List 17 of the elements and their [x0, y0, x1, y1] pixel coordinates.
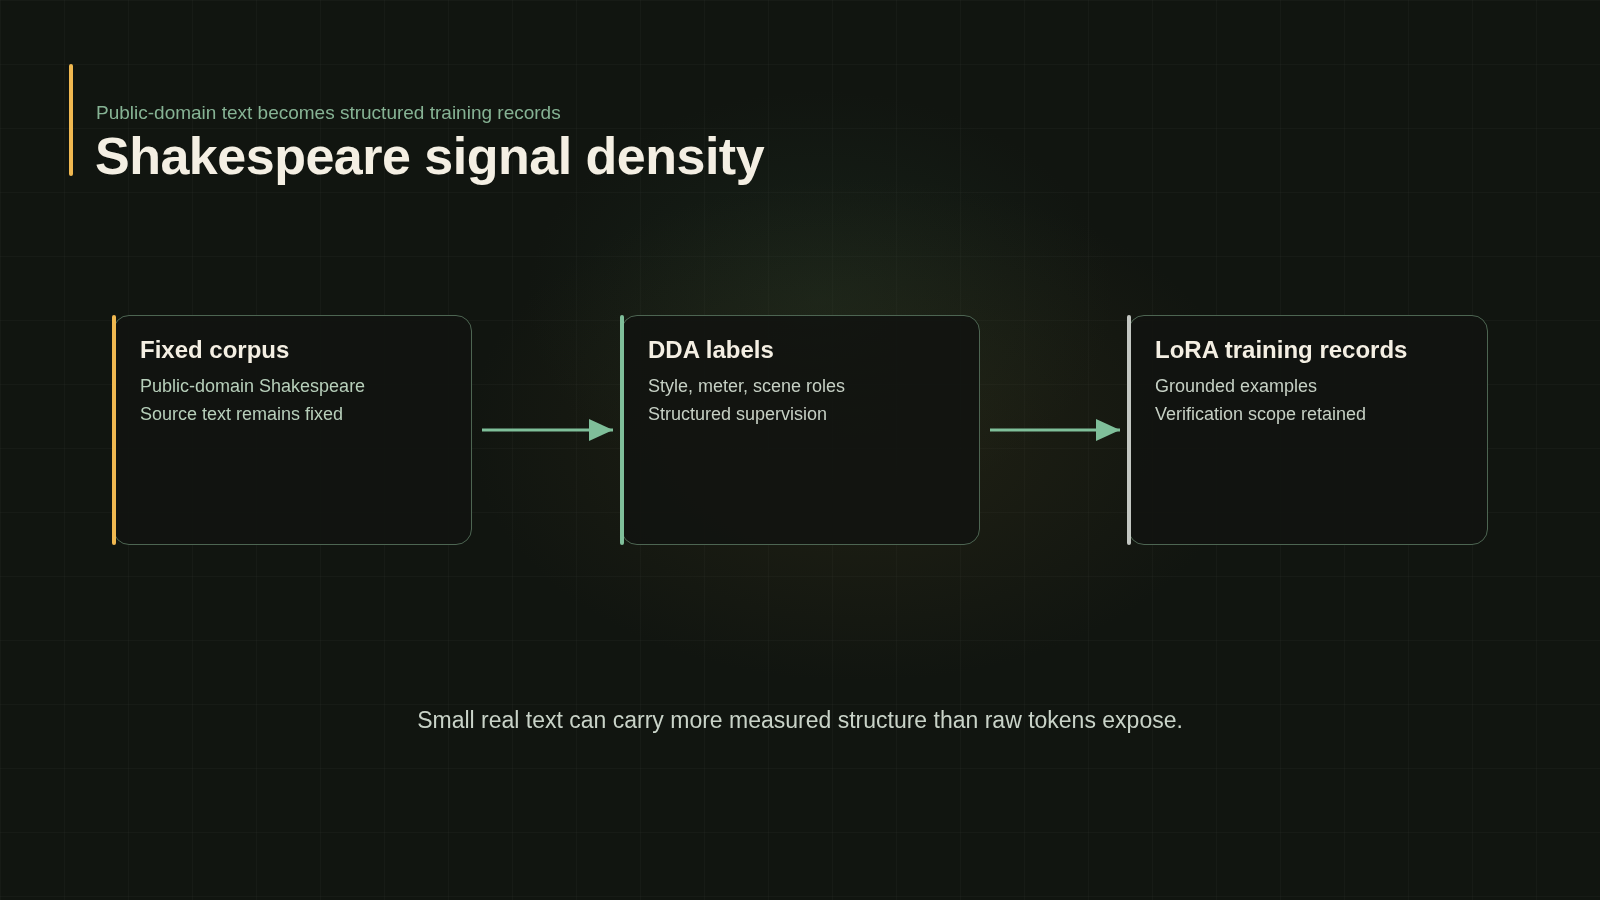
process-card [113, 315, 472, 545]
title: Shakespeare signal density [95, 126, 765, 186]
card-text: Public-domain Shakespeare [140, 376, 366, 397]
subtitle: Public-domain text becomes structured training records [96, 102, 561, 124]
card-text: Verification scope retained [1155, 404, 1367, 425]
process-card [621, 315, 980, 545]
card-heading: DDA labels [648, 336, 774, 364]
card-text: Source text remains fixed [140, 404, 344, 425]
card-text: Grounded examples [1155, 376, 1318, 397]
process-card [1128, 315, 1488, 545]
arrow [990, 419, 1120, 441]
card-heading: Fixed corpus [140, 336, 290, 364]
card-text: Style, meter, scene roles [648, 376, 846, 397]
arrow [482, 419, 613, 441]
caption: Small real text can carry more measured structure than raw tokens expose. [417, 707, 1183, 733]
card-text: Structured supervision [648, 404, 828, 425]
card-heading: LoRA training records [1155, 336, 1408, 364]
